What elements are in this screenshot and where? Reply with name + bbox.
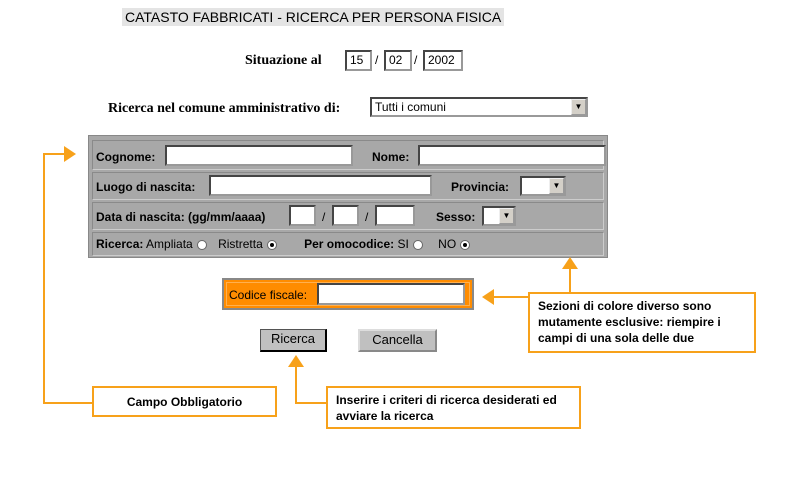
ristretta-label: Ristretta	[218, 237, 263, 251]
arrow-up-icon	[562, 257, 578, 269]
ampliata-label: Ampliata	[146, 237, 193, 251]
note-inserire: Inserire i criteri di ricerca desiderati…	[326, 386, 581, 429]
no-radio[interactable]	[460, 239, 471, 250]
date-separator: /	[365, 210, 369, 224]
sesso-label: Sesso:	[436, 210, 476, 224]
nome-label: Nome:	[372, 150, 410, 164]
provincia-label: Provincia:	[451, 180, 510, 194]
connector-line	[43, 153, 68, 155]
connector-line	[295, 402, 326, 404]
note-campo-obbligatorio: Campo Obbligatorio	[92, 386, 277, 417]
month-input[interactable]: 02	[384, 50, 412, 71]
luogo-input[interactable]	[209, 175, 432, 196]
provincia-select[interactable]: ▼	[520, 176, 566, 196]
sesso-select[interactable]: ▼	[482, 206, 516, 226]
name-row: Cognome: Nome:	[92, 140, 606, 170]
ricerca-label: Ricerca:	[96, 237, 144, 251]
luogo-label: Luogo di nascita:	[96, 180, 196, 194]
si-radio[interactable]	[412, 239, 423, 250]
day-input[interactable]: 15	[345, 50, 372, 71]
cancella-button[interactable]: Cancella	[358, 329, 437, 352]
comune-label: Ricerca nel comune amministrativo di:	[108, 101, 341, 116]
no-label: NO	[438, 237, 457, 251]
arrow-up-icon	[288, 355, 304, 367]
connector-line	[43, 153, 45, 404]
codice-fiscale-input[interactable]	[317, 283, 465, 305]
options-row: Ricerca: Ampliata Ristretta Per omocodic…	[92, 232, 604, 256]
codice-fiscale-section: Codice fiscale:	[222, 278, 474, 310]
omocodice-label: Per omocodice:	[304, 237, 395, 251]
arrow-right-icon	[64, 146, 76, 162]
year-input[interactable]: 2002	[423, 50, 463, 71]
codice-label: Codice fiscale:	[229, 288, 308, 302]
ampliata-radio[interactable]	[196, 239, 207, 250]
situazione-label: Situazione al	[245, 53, 322, 68]
si-label: SI	[397, 237, 409, 251]
date-separator: /	[375, 53, 379, 67]
chevron-down-icon: ▼	[549, 178, 564, 194]
connector-line	[569, 268, 571, 292]
comune-select[interactable]: Tutti i comuni ▼	[370, 97, 588, 117]
cognome-input[interactable]	[165, 145, 353, 166]
cognome-label: Cognome:	[96, 150, 156, 164]
arrow-left-icon	[482, 289, 494, 305]
connector-line	[494, 296, 528, 298]
data-label: Data di nascita: (gg/mm/aaaa)	[96, 210, 266, 224]
nome-input[interactable]	[418, 145, 606, 166]
birth-day-input[interactable]	[289, 205, 316, 226]
chevron-down-icon: ▼	[571, 99, 586, 115]
date-separator: /	[322, 210, 326, 224]
page-title: CATASTO FABBRICATI - RICERCA PER PERSONA…	[122, 8, 505, 26]
date-separator: /	[414, 53, 418, 67]
comune-value: Tutti i comuni	[375, 100, 446, 114]
birth-month-input[interactable]	[332, 205, 359, 226]
birth-year-input[interactable]	[375, 205, 415, 226]
ricerca-button[interactable]: Ricerca	[260, 329, 327, 352]
birthdate-row: Data di nascita: (gg/mm/aaaa) / / Sesso:…	[92, 202, 604, 230]
connector-line	[43, 402, 92, 404]
connector-line	[295, 366, 297, 404]
ristretta-radio[interactable]	[266, 239, 277, 250]
note-sezioni: Sezioni di colore diverso sono mutamente…	[528, 292, 756, 353]
birthplace-row: Luogo di nascita: Provincia: ▼	[92, 172, 604, 200]
persona-section: Cognome: Nome: Luogo di nascita: Provinc…	[88, 135, 608, 258]
chevron-down-icon: ▼	[499, 208, 514, 224]
